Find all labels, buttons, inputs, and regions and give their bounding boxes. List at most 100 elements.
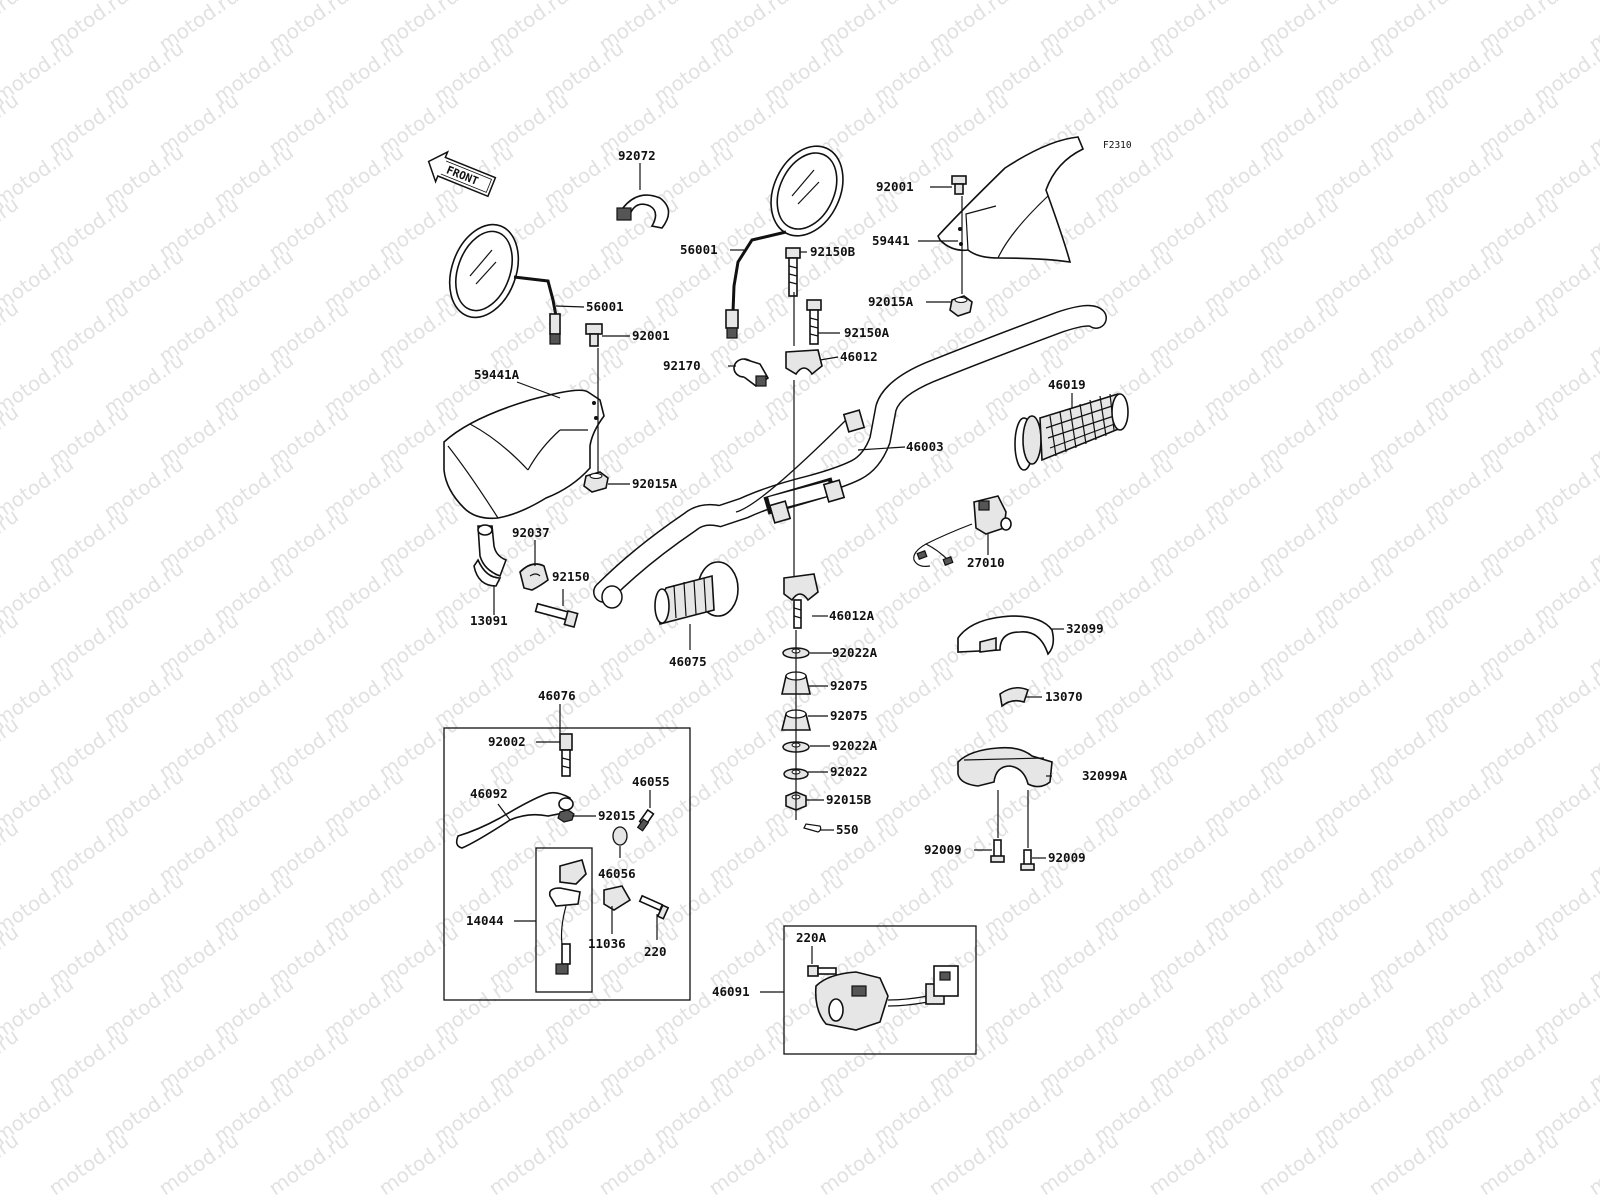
label-46012A: 46012A [829, 608, 875, 623]
clamp-13091-drawing [473, 524, 508, 587]
label-46003: 46003 [906, 439, 944, 454]
watermark-text: motod.ru [0, 88, 23, 160]
label-92001-left: 92001 [632, 328, 670, 343]
switch-assy-box [783, 925, 977, 1055]
watermark-text: motod.ru [1364, 1128, 1453, 1200]
screw-220A-drawing [807, 965, 837, 977]
label-92022A-top: 92022A [832, 645, 878, 660]
watermark-text: motod.ru [0, 816, 23, 888]
clamp-11036-drawing [603, 885, 632, 911]
label-46091: 46091 [712, 984, 750, 999]
part-labels: 92072 56001 56001 92001 59441 92150B 920… [466, 148, 1128, 999]
right-mirror-drawing [725, 145, 844, 339]
watermark-text: motod.ru [374, 1128, 463, 1200]
label-92075-top: 92075 [830, 678, 868, 693]
label-92170: 92170 [663, 358, 701, 373]
label-92075-bottom: 92075 [830, 708, 868, 723]
label-92009-right: 92009 [1048, 850, 1086, 865]
leader-lines [493, 163, 1073, 993]
watermark-text: motod.ru [0, 608, 23, 680]
label-92072: 92072 [618, 148, 656, 163]
screw-46055-drawing [636, 808, 655, 832]
label-56001-left: 56001 [586, 299, 624, 314]
clamp-band-drawing [616, 194, 670, 229]
label-13091: 13091 [470, 613, 508, 628]
label-92037: 92037 [512, 525, 550, 540]
watermark-text: motod.ru [1034, 1128, 1123, 1200]
washer-46056-drawing [612, 826, 628, 846]
watermark-text: motod.ru [814, 1128, 903, 1200]
label-92015B: 92015B [826, 792, 872, 807]
label-92022A-bottom: 92022A [832, 738, 878, 753]
watermark-text: motod.ru [1144, 1128, 1233, 1200]
label-59441A: 59441A [474, 367, 520, 382]
holder-upper-drawing [785, 349, 823, 376]
label-27010: 27010 [967, 555, 1005, 570]
label-46019: 46019 [1048, 377, 1086, 392]
watermark-text: motod.ru [0, 1128, 23, 1200]
label-92001-right: 92001 [876, 179, 914, 194]
watermark-text: motod.ru [1254, 1128, 1343, 1200]
label-220A: 220A [796, 930, 827, 945]
label-550: 550 [836, 822, 859, 837]
clamp-92037-drawing [519, 563, 549, 591]
watermark-text: motod.ru [0, 504, 23, 576]
insert-13070-drawing [999, 686, 1029, 708]
bolt-92002-drawing [559, 733, 573, 777]
watermark-text: motod.ru [0, 296, 23, 368]
label-92150: 92150 [552, 569, 590, 584]
holder-lower-drawing [783, 573, 819, 629]
housing-32099A-drawing [957, 746, 1053, 788]
label-92150A: 92150A [844, 325, 890, 340]
watermark-text: motod.ru [484, 1128, 573, 1200]
watermark-text: motod.ru [0, 192, 23, 264]
label-14044: 14044 [466, 913, 504, 928]
label-220: 220 [644, 944, 667, 959]
switch-14044-box [535, 847, 593, 993]
bolt-92001-left-drawing [585, 323, 603, 347]
label-92022: 92022 [830, 764, 868, 779]
label-32099: 32099 [1066, 621, 1104, 636]
label-46055: 46055 [632, 774, 670, 789]
screw-92009-right-drawing [1020, 849, 1035, 871]
watermark-text: motod.ru [0, 712, 23, 784]
watermark-text: motod.ru [704, 1128, 793, 1200]
bolt-92150A-drawing [806, 299, 822, 345]
label-46076: 46076 [538, 688, 576, 703]
switch-46091-drawing [814, 965, 959, 1031]
watermark-text: motod.ru [0, 1024, 23, 1096]
label-32099A: 32099A [1082, 768, 1128, 783]
bolt-92150B-drawing [785, 247, 801, 297]
label-92015A-left: 92015A [632, 476, 678, 491]
watermark-text: motod.ru [924, 1128, 1013, 1200]
label-13070: 13070 [1045, 689, 1083, 704]
right-grip-drawing [1014, 393, 1129, 471]
bracket-14044-drawing [548, 859, 587, 975]
left-grip-drawing [654, 561, 739, 625]
label-92009-left: 92009 [924, 842, 962, 857]
label-92002: 92002 [488, 734, 526, 749]
lever-assy-box [443, 727, 691, 1001]
housing-32099-drawing [957, 615, 1055, 656]
bolt-92001-right-drawing [951, 175, 967, 195]
bolt-92150-drawing [534, 602, 579, 629]
nut-92015A-right-drawing [949, 295, 973, 317]
figure-code: F2310 [1103, 140, 1132, 151]
label-59441: 59441 [872, 233, 910, 248]
label-46075: 46075 [669, 654, 707, 669]
right-handguard-drawing [937, 136, 1085, 263]
switch-27010-drawing [913, 495, 1012, 567]
label-56001-right: 56001 [680, 242, 718, 257]
collar-92170-drawing [733, 358, 770, 387]
label-92015A-right: 92015A [868, 294, 914, 309]
nut-92015-drawing [557, 809, 575, 823]
left-handguard-drawing [443, 389, 605, 520]
label-46012: 46012 [840, 349, 878, 364]
screw-92009-left-drawing [990, 839, 1005, 863]
watermark-text: motod.ru [1474, 1128, 1563, 1200]
watermark-text: motod.ru [44, 1128, 133, 1200]
left-mirror-drawing [448, 223, 561, 345]
watermark-text: motod.ru [0, 0, 23, 56]
watermark-text: motod.ru [0, 400, 23, 472]
